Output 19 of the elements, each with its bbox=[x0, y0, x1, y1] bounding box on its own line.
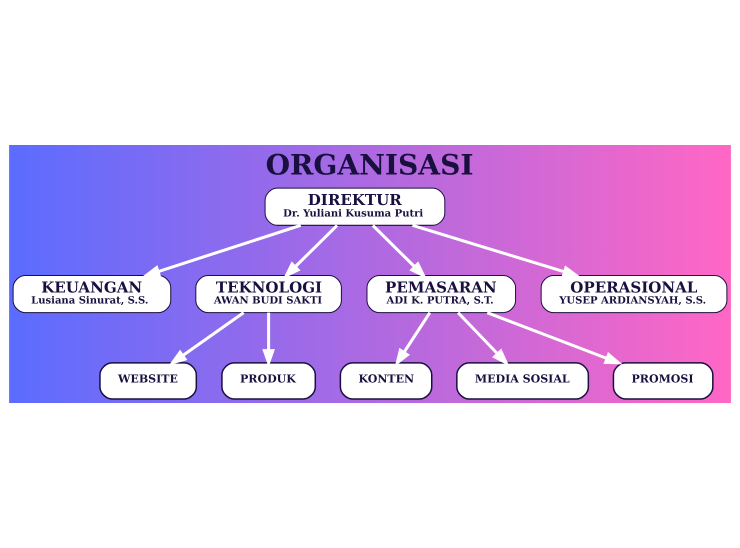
arrow bbox=[486, 311, 623, 364]
arrow bbox=[372, 224, 427, 279]
arrow bbox=[168, 311, 245, 366]
arrow bbox=[412, 224, 580, 278]
diagram-title: ORGANISASI bbox=[266, 148, 474, 182]
node-box: DIREKTUR Dr. Yuliani Kusuma Putri bbox=[264, 188, 446, 226]
node-box: PROMOSI bbox=[612, 362, 714, 400]
node-box: KEUANGAN Lusiana Sinurat, S.S. bbox=[12, 275, 172, 314]
arrow bbox=[457, 312, 510, 366]
arrow bbox=[142, 224, 302, 278]
arrow bbox=[394, 312, 432, 366]
node-box: PRODUK bbox=[221, 362, 316, 400]
node-box: TEKNOLOGI AWAN BUDI SAKTI bbox=[195, 275, 342, 314]
arrow bbox=[283, 224, 338, 279]
node-box: PEMASARAN ADI K. PUTRA, S.T. bbox=[366, 275, 516, 314]
node-box: KONTEN bbox=[340, 362, 432, 400]
node-box: MEDIA SOSIAL bbox=[456, 362, 590, 400]
node-box: OPERASIONAL YUSEP ARDIANSYAH, S.S. bbox=[540, 275, 728, 314]
node-box: WEBSITE bbox=[99, 362, 198, 400]
